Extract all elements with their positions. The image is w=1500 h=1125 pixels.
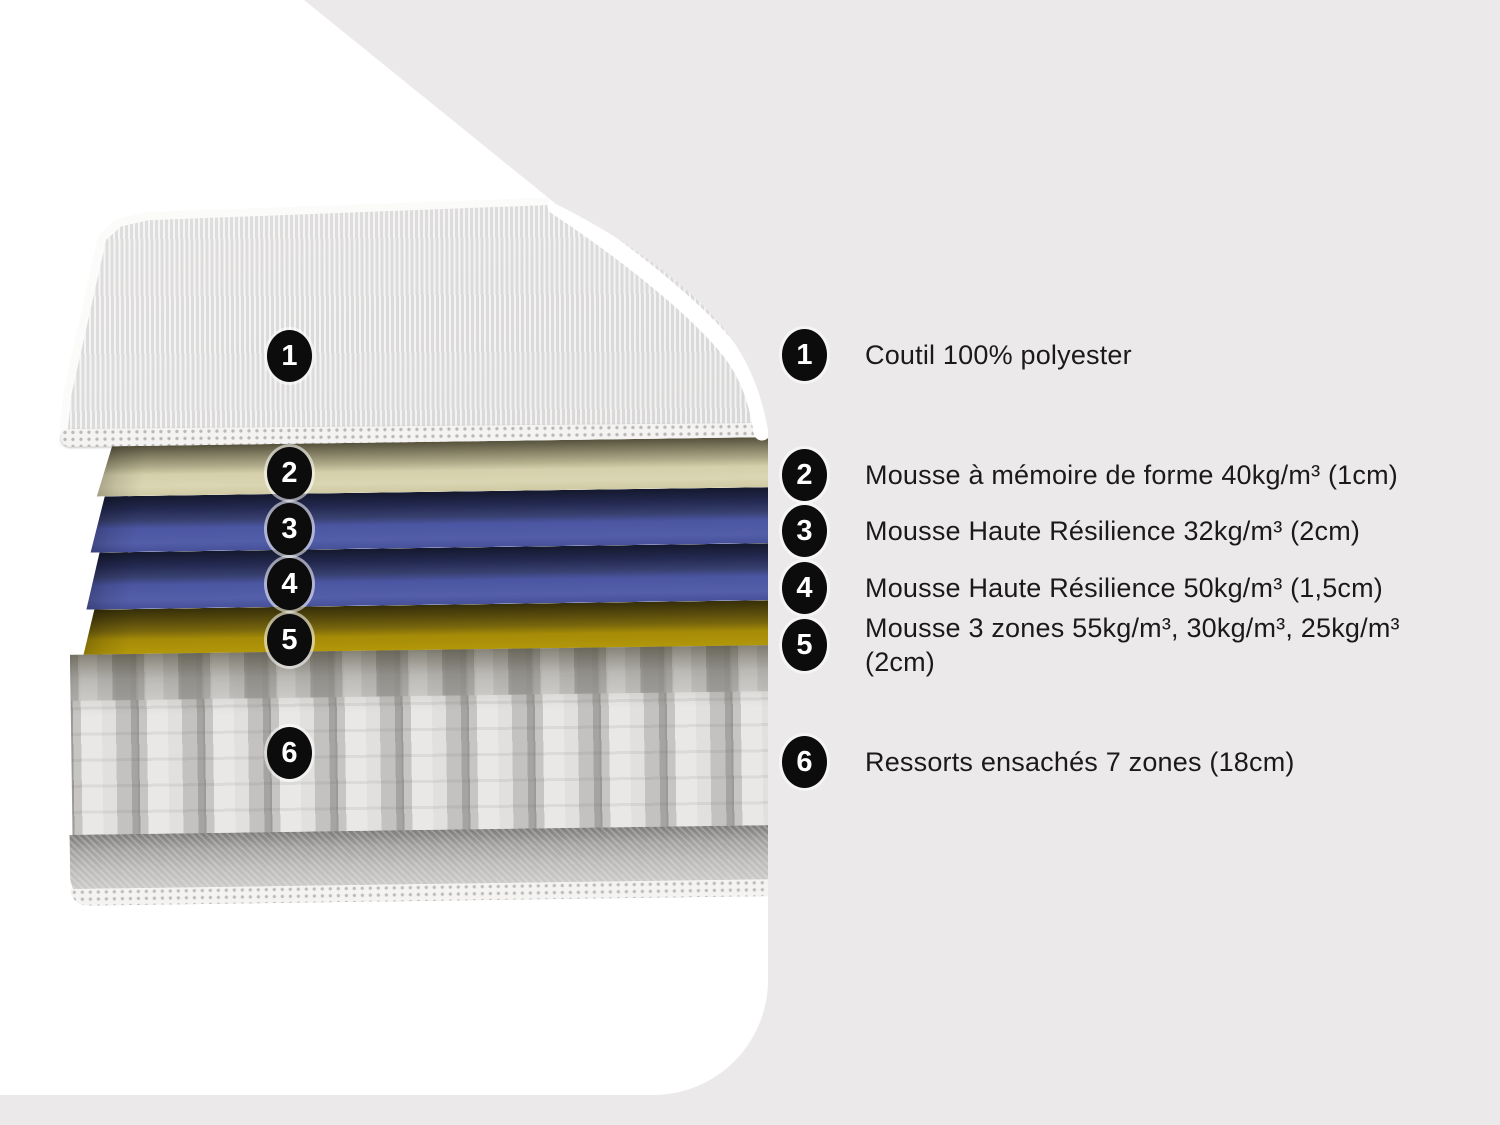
badge-number: 3	[281, 512, 298, 545]
legend-label-5: Mousse 3 zones 55kg/m³, 30kg/m³, 25kg/m³…	[865, 613, 1400, 677]
cover-edge-binding	[547, 197, 768, 441]
legend-row-2: 2 Mousse à mémoire de forme 40kg/m³ (1cm…	[782, 449, 1398, 501]
layer-6-pocket-springs	[70, 645, 768, 836]
legend-badge-1: 1	[782, 329, 827, 381]
legend-badge-2: 2	[782, 449, 827, 501]
mattress-base-cover	[69, 825, 768, 906]
legend-row-5: 5 Mousse 3 zones 55kg/m³, 30kg/m³, 25kg/…	[782, 611, 1430, 679]
badge-number: 2	[796, 458, 813, 491]
legend-badge-4: 4	[782, 562, 827, 614]
legend-label-6: Ressorts ensachés 7 zones (18cm)	[865, 747, 1295, 777]
legend-label-3: Mousse Haute Résilience 32kg/m³ (2cm)	[865, 516, 1361, 546]
legend-row-1: 1 Coutil 100% polyester	[782, 329, 1132, 381]
legend-label-2: Mousse à mémoire de forme 40kg/m³ (1cm)	[865, 460, 1398, 490]
layer-badge-6: 6	[267, 727, 312, 779]
legend-row-6: 6 Ressorts ensachés 7 zones (18cm)	[782, 736, 1295, 788]
legend-label-1: Coutil 100% polyester	[865, 340, 1132, 370]
layer-badge-1: 1	[267, 330, 312, 382]
legend-label-4: Mousse Haute Résilience 50kg/m³ (1,5cm)	[865, 573, 1383, 603]
layer-3-hr-foam	[90, 487, 768, 552]
legend-row-4: 4 Mousse Haute Résilience 50kg/m³ (1,5cm…	[782, 562, 1383, 614]
legend-badge-6: 6	[782, 736, 827, 788]
product-photo-panel	[0, 0, 768, 1095]
badge-number: 3	[796, 514, 813, 547]
badge-number: 5	[796, 628, 813, 661]
layer-badge-2: 2	[267, 447, 312, 499]
layer-badge-4: 4	[267, 558, 312, 610]
layer-4-hr-foam	[86, 543, 768, 610]
badge-number: 1	[281, 339, 298, 372]
badge-number: 2	[281, 456, 298, 489]
corner-cut-overlay	[304, 0, 768, 441]
badge-number: 4	[281, 567, 298, 600]
badge-number: 4	[796, 571, 813, 604]
layer-badge-5: 5	[267, 614, 312, 666]
badge-number: 6	[281, 736, 298, 769]
pink-diagonal-corner	[304, 0, 768, 430]
legend-row-3: 3 Mousse Haute Résilience 32kg/m³ (2cm)	[782, 505, 1360, 557]
layer-badge-3: 3	[267, 503, 312, 555]
badge-number: 1	[796, 338, 813, 371]
badge-number: 5	[281, 623, 298, 656]
legend-badge-3: 3	[782, 505, 827, 557]
badge-number: 6	[796, 745, 813, 778]
legend-badge-5: 5	[782, 619, 827, 671]
